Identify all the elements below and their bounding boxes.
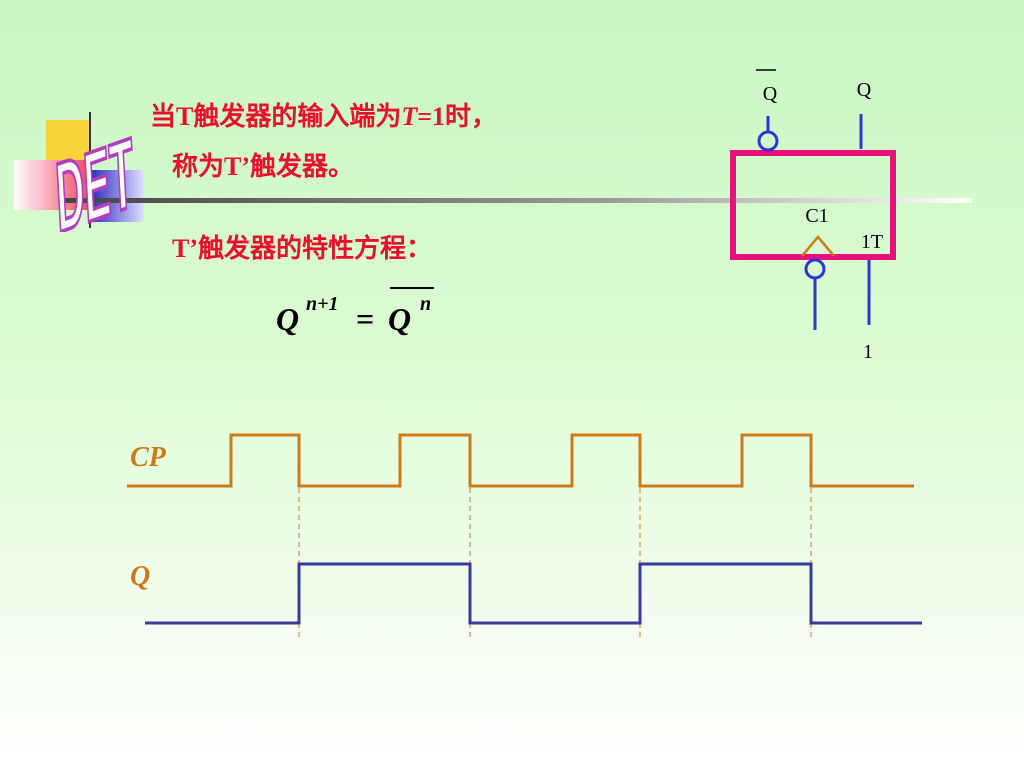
- t-input-value: 1: [863, 341, 873, 363]
- q-waveform: [145, 562, 922, 625]
- logo-text-svg: DET: [52, 115, 138, 232]
- qbar-inversion-bubble: [757, 130, 779, 152]
- clock-label: C1: [805, 205, 828, 227]
- equation-rhs-superscript: n: [420, 293, 431, 315]
- equation-lhs-superscript: n+1: [306, 293, 339, 315]
- det-logo: [14, 112, 144, 228]
- q-label: Q: [857, 79, 872, 101]
- title-line-1: 当T触发器的输入端为T=1时，: [150, 96, 497, 133]
- flipflop-box: [730, 150, 896, 260]
- cp-waveform: [127, 433, 914, 488]
- title-line-1-prefix: 当T触发器的输入端为: [150, 102, 402, 131]
- title-divider: [60, 198, 972, 203]
- title-line-2: 称为T’触发器。: [172, 152, 355, 181]
- qbar-label: Q: [763, 83, 778, 105]
- title-line-1-var: T: [401, 102, 418, 131]
- cp-label: CP: [130, 442, 167, 473]
- q-wave-label: Q: [130, 561, 150, 592]
- equation-lhs-var: Q: [276, 301, 299, 337]
- t-input-label: 1T: [861, 231, 883, 253]
- equation-heading: T’触发器的特性方程：: [172, 234, 433, 263]
- clock-edge-triangle: [801, 235, 835, 257]
- logo-blue-block: [90, 170, 144, 222]
- logo-text-wrap: DET: [44, 108, 144, 232]
- equation-equals: =: [356, 301, 374, 337]
- equation-rhs-var: Q: [388, 301, 411, 337]
- title-line-1-suffix: =1时，: [417, 102, 498, 131]
